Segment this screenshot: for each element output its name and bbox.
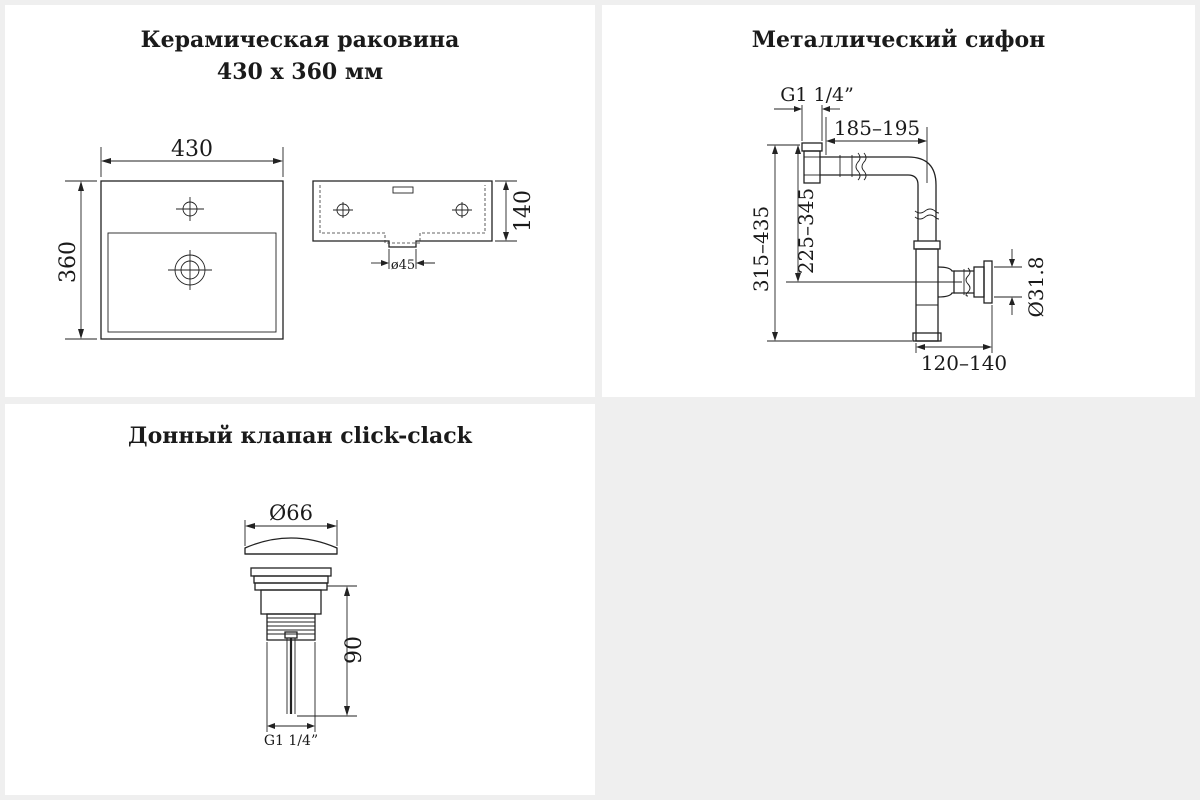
siphon-wall-offset-label: 120–140 <box>921 351 1007 375</box>
valve-height-label: 90 <box>342 636 367 664</box>
siphon-title: Металлический сифон <box>751 27 1046 53</box>
siphon-drawing: G1 1/4” 185–195 315–435 225–345 Ø31.8 12… <box>749 84 1048 375</box>
valve-dimensions <box>244 520 357 732</box>
sink-panel: Керамическая раковина 430 x 360 мм <box>5 5 595 397</box>
siphon-panel: Металлический сифон <box>602 5 1195 397</box>
siphon-body <box>801 142 993 342</box>
valve-thread-label: G1 1/4” <box>264 733 318 749</box>
sink-outlet-label: ø45 <box>391 258 415 273</box>
valve-body <box>244 537 338 714</box>
sink-title-line2: 430 x 360 мм <box>216 59 384 85</box>
sink-top-view <box>65 147 284 340</box>
empty-panel <box>602 404 1195 795</box>
siphon-inlet-height-label: 225–345 <box>794 188 818 274</box>
sink-side-view <box>312 180 517 269</box>
valve-cap-diameter-label: Ø66 <box>269 501 313 525</box>
sink-height-label: 140 <box>511 190 536 232</box>
sink-drawing: 430 360 <box>56 137 536 340</box>
sink-title-line1: Керамическая раковина <box>140 27 460 53</box>
valve-title: Донный клапан click-clack <box>128 423 472 449</box>
siphon-total-height-label: 315–435 <box>749 206 773 292</box>
siphon-dimensions <box>767 105 1022 353</box>
siphon-thread-label: G1 1/4” <box>780 84 854 106</box>
siphon-horizontal-label: 185–195 <box>834 116 920 140</box>
sink-width-label: 430 <box>171 137 213 162</box>
siphon-outlet-diameter-label: Ø31.8 <box>1024 257 1048 318</box>
valve-drawing: Ø66 90 G1 1/4” <box>244 501 367 749</box>
valve-panel: Донный клапан click-clack <box>5 404 595 795</box>
sink-depth-label: 360 <box>56 241 81 283</box>
